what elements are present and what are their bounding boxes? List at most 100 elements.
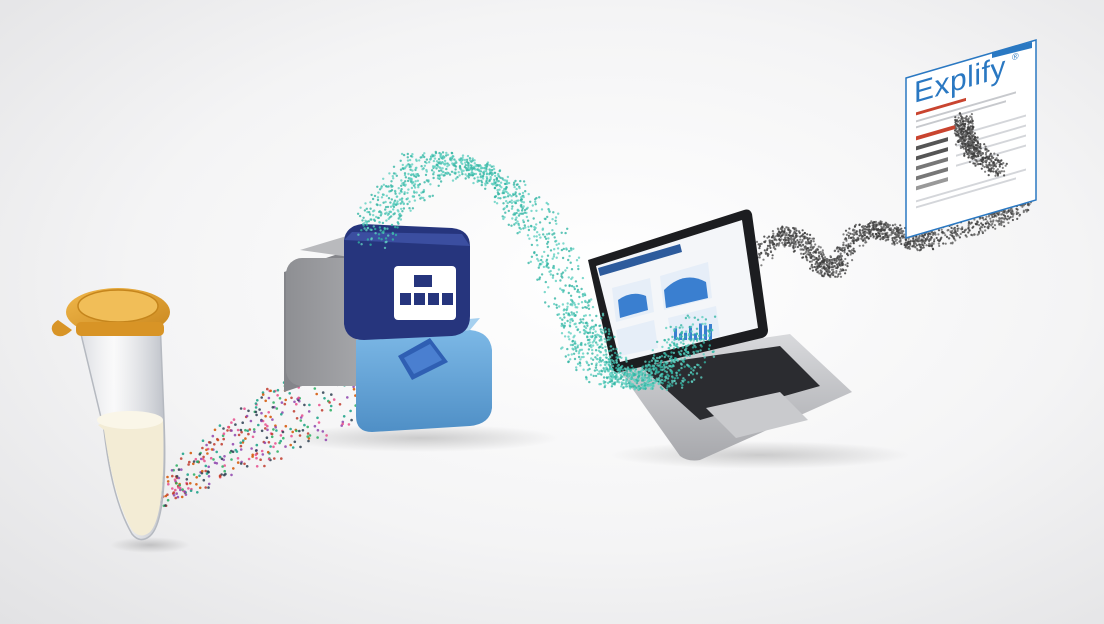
data-particle [423, 155, 426, 159]
data-particle [616, 364, 619, 368]
data-particle [971, 122, 974, 125]
data-particle [432, 171, 436, 174]
particle [329, 408, 333, 412]
data-particle [975, 144, 978, 147]
data-particle [833, 249, 836, 253]
particle [230, 473, 233, 477]
data-particle [951, 232, 954, 235]
data-particle [624, 381, 627, 384]
data-particle [578, 362, 582, 365]
data-particle [663, 352, 667, 355]
particle [201, 469, 204, 473]
data-particle [890, 231, 893, 235]
data-particle [555, 222, 558, 225]
data-particle [597, 334, 600, 337]
data-particle [763, 249, 766, 252]
data-particle [785, 226, 788, 229]
data-particle [681, 383, 684, 387]
data-particle [775, 239, 778, 242]
particle [313, 424, 317, 428]
data-particle [615, 366, 618, 370]
particle [174, 496, 177, 500]
data-particle [570, 268, 574, 271]
data-particle [616, 353, 619, 356]
data-particle [499, 181, 503, 184]
data-particle [654, 362, 657, 365]
data-particle [786, 239, 789, 242]
data-particle [406, 197, 409, 200]
data-particle [607, 328, 610, 331]
data-particle [971, 157, 974, 160]
data-particle [984, 153, 988, 156]
data-particle [995, 157, 998, 160]
data-particle [847, 231, 850, 234]
data-particle [975, 223, 978, 226]
data-particle [792, 235, 795, 238]
particle [213, 443, 216, 446]
data-particle [402, 183, 405, 187]
data-particle [899, 224, 902, 227]
data-particle [1002, 162, 1005, 165]
data-particle [920, 239, 923, 242]
data-particle [861, 229, 864, 232]
data-particle [535, 235, 538, 238]
data-particle [377, 191, 380, 194]
data-particle [883, 223, 886, 226]
data-particle [810, 265, 813, 268]
data-particle [894, 223, 897, 226]
data-particle [868, 232, 871, 235]
data-particle [383, 246, 387, 250]
data-particle [596, 354, 599, 357]
data-particle [629, 387, 632, 390]
particle [278, 397, 282, 400]
data-particle [688, 354, 691, 357]
data-particle [490, 182, 494, 185]
data-particle [672, 347, 676, 350]
data-particle [816, 248, 820, 251]
data-particle [578, 291, 581, 294]
particle [227, 425, 230, 429]
data-particle [654, 372, 657, 375]
data-particle [429, 158, 432, 161]
data-particle [988, 168, 991, 171]
data-particle [652, 356, 655, 360]
data-particle [601, 314, 605, 317]
particle [167, 482, 170, 486]
data-particle [666, 377, 670, 380]
data-particle [836, 246, 839, 249]
data-particle [674, 382, 678, 385]
teal-data-stream [356, 150, 717, 392]
particle [223, 469, 226, 473]
data-particle [935, 236, 938, 240]
particle [233, 433, 237, 437]
data-particle [954, 116, 957, 119]
data-particle [862, 225, 865, 228]
data-particle [694, 345, 697, 349]
data-particle [812, 240, 815, 243]
data-particle [657, 378, 660, 381]
data-particle [494, 174, 497, 178]
data-particle [510, 201, 514, 205]
data-particle [906, 243, 910, 246]
data-particle [458, 164, 462, 168]
data-particle [582, 318, 585, 321]
data-particle [384, 208, 387, 211]
data-particle [877, 221, 880, 224]
data-particle [560, 347, 563, 350]
data-particle [555, 303, 558, 307]
data-particle [659, 368, 663, 371]
data-particle [413, 199, 417, 202]
data-particle [831, 261, 834, 264]
data-particle [646, 368, 649, 371]
data-particle [954, 143, 958, 146]
data-particle [425, 170, 428, 173]
data-particle [708, 338, 711, 342]
data-particle [374, 227, 377, 231]
data-particle [407, 172, 410, 176]
data-particle [610, 349, 613, 352]
laptop-shadow [610, 441, 910, 469]
data-particle [803, 232, 806, 235]
data-particle [375, 215, 378, 219]
data-particle [962, 147, 965, 150]
data-particle [820, 265, 823, 268]
